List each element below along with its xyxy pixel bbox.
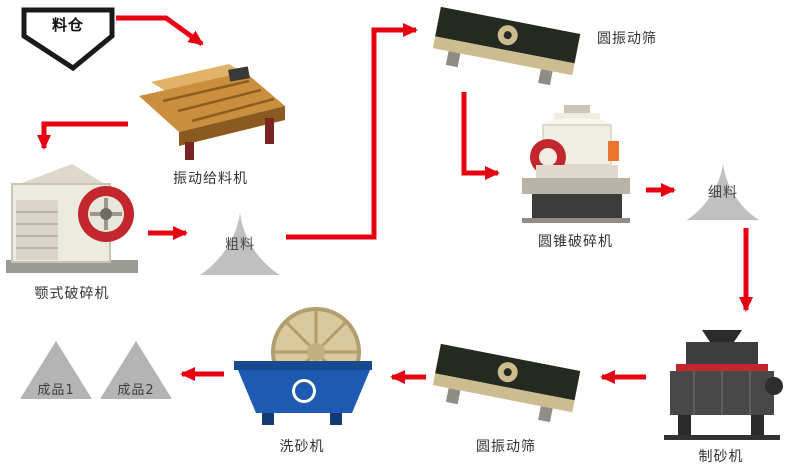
silo-node: 料仓 <box>18 4 118 74</box>
cone-crusher-node: 圆锥破碎机 <box>508 103 643 250</box>
sand-maker-node: 制砂机 <box>650 328 792 465</box>
product2-pile-icon <box>100 341 172 399</box>
sand-washer-node: 洗砂机 <box>228 305 376 455</box>
arrow-feeder-to-jaw <box>37 121 128 150</box>
fine-material-label: 细料 <box>708 185 738 201</box>
silo-hopper-icon <box>21 7 115 72</box>
screen-top-label: 圆振动筛 <box>597 31 657 47</box>
product1-label: 成品1 <box>37 383 75 398</box>
vibrating-screen-illustration <box>432 343 581 423</box>
coarse-material-label: 粗料 <box>225 237 255 253</box>
silo-label: 料仓 <box>51 16 85 34</box>
coarse-material-node: 粗料 <box>196 208 284 280</box>
arrow-silo-to-feeder <box>116 15 204 47</box>
vibrating-screen-top-node: 圆振动筛 <box>427 2 656 92</box>
product1-node: 成品1 <box>18 338 94 402</box>
arrow-screen-top-to-cone <box>461 92 500 180</box>
vibrating-feeder-node: 振动给料机 <box>133 52 288 187</box>
vibrating-feeder-illustration <box>139 64 285 160</box>
product1-pile-icon <box>20 341 92 399</box>
sand-washer-label: 洗砂机 <box>279 439 325 455</box>
arrow-coarse-to-screen-top <box>286 23 418 240</box>
sand-maker-label: 制砂机 <box>698 449 744 465</box>
product2-node: 成品2 <box>98 338 174 402</box>
cone-crusher-illustration <box>522 105 630 223</box>
coarse-pile-icon <box>200 212 280 275</box>
screen-bottom-label: 圆振动筛 <box>476 439 536 455</box>
feeder-label: 振动给料机 <box>173 171 248 187</box>
cone-crusher-label: 圆锥破碎机 <box>538 234 613 250</box>
vibrating-screen-illustration <box>432 6 581 86</box>
jaw-crusher-label: 颚式破碎机 <box>34 286 110 302</box>
fine-material-node: 细料 <box>683 158 763 226</box>
sand-washer-illustration <box>234 307 372 425</box>
vibrating-screen-bottom-node: 圆振动筛 <box>427 338 585 455</box>
sand-maker-illustration <box>664 330 783 440</box>
jaw-crusher-illustration <box>6 164 138 273</box>
fine-pile-icon <box>686 162 760 221</box>
product2-label: 成品2 <box>117 383 155 398</box>
jaw-crusher-node: 颚式破碎机 <box>2 152 142 302</box>
